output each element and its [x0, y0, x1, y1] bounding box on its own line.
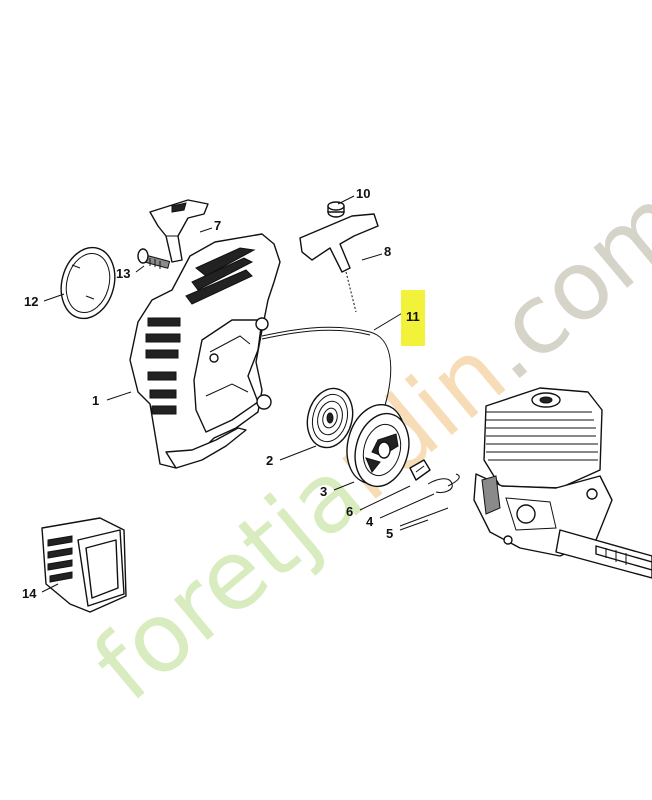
- part-8-grip-handle: [299, 213, 379, 313]
- callout-8: 8: [384, 244, 391, 259]
- part-13-screw: [137, 248, 171, 269]
- callout-10: 10: [356, 186, 370, 201]
- callout-3: 3: [320, 484, 327, 499]
- callouts: 1 2 3 4 5 6 7 8 10 11 12 13 14: [22, 186, 425, 601]
- engine-assembly: [473, 387, 652, 579]
- callout-7: 7: [214, 218, 221, 233]
- callout-1: 1: [92, 393, 99, 408]
- part-1-fan-housing: [129, 233, 281, 469]
- callout-13: 13: [116, 266, 130, 281]
- part-5-pin: [399, 507, 449, 527]
- part-11-rope: [261, 326, 392, 421]
- callout-2: 2: [266, 453, 273, 468]
- callout-11: 11: [406, 309, 420, 324]
- callout-5: 5: [386, 526, 393, 541]
- leader-lines: [41, 195, 435, 593]
- part-14-intake-filter: [41, 517, 127, 613]
- part-2-rewind-spring: [306, 387, 354, 449]
- callout-11-highlight: [401, 290, 425, 346]
- part-3-rope-rotor: [346, 403, 410, 488]
- part-7-starter-grip: [149, 199, 209, 263]
- callout-14: 14: [22, 586, 37, 601]
- callout-4: 4: [366, 514, 374, 529]
- part-6-pawl: [409, 459, 431, 481]
- part-12-cover-disc: [60, 246, 116, 320]
- callout-12: 12: [24, 294, 38, 309]
- callout-6: 6: [346, 504, 353, 519]
- part-4-spring-clip: [427, 473, 460, 493]
- part-10-cap: [327, 201, 345, 218]
